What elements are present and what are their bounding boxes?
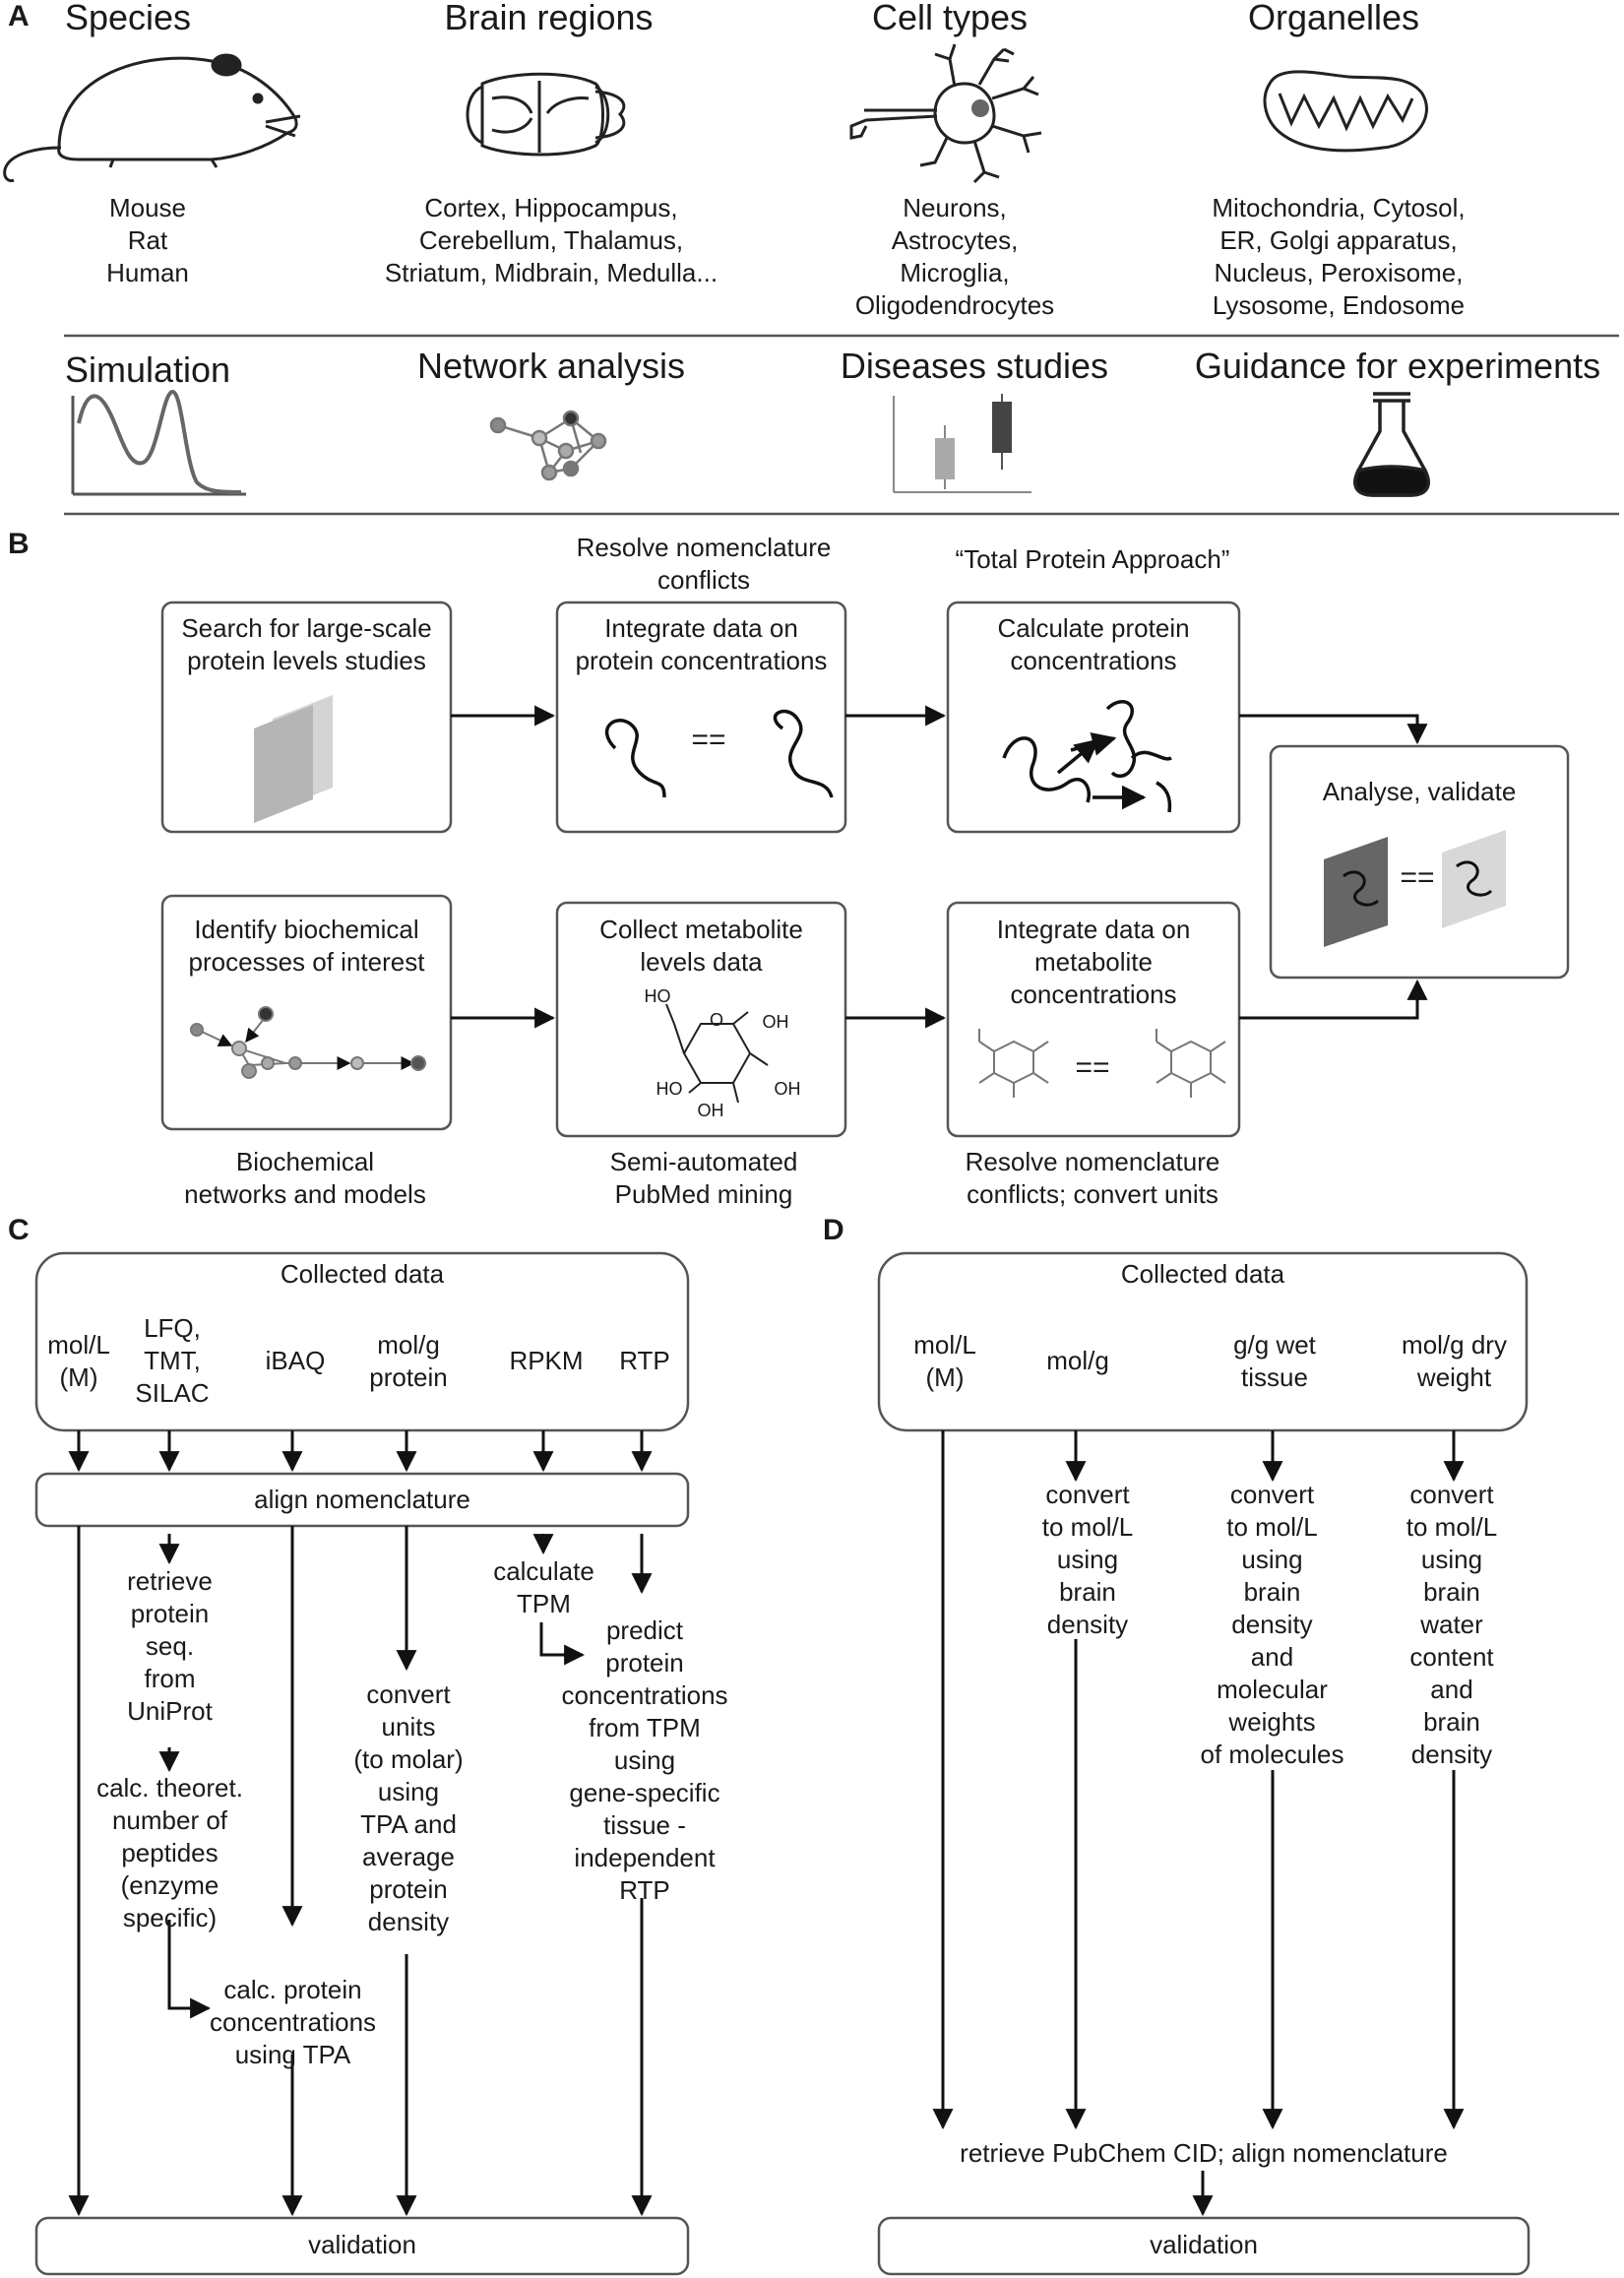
- equals-sign: ==: [1400, 861, 1435, 894]
- step-theoretical-peptides: calc. theoret. number of peptides (enzym…: [96, 1773, 243, 1932]
- protein-conversion-icon: [1002, 700, 1172, 813]
- box-search-studies: Search for large-scale protein levels st…: [181, 613, 432, 675]
- protein-squiggle-icon: [604, 709, 834, 798]
- equals-sign: ==: [691, 724, 726, 756]
- glucose-label: OH: [762, 1012, 789, 1032]
- validation-box-c: validation: [308, 2230, 416, 2259]
- glucose-label: HO: [644, 986, 671, 1006]
- simulation-plot-icon: [71, 389, 246, 496]
- equals-sign: ==: [1075, 1051, 1110, 1084]
- panel-d-collected-title: Collected data: [1120, 1259, 1285, 1289]
- box-identify-processes: Identify biochemical processes of intere…: [188, 915, 425, 977]
- column-mol-l: mol/L (M): [913, 1330, 976, 1392]
- step-predict-protein: predict protein concentrations from TPM …: [561, 1615, 728, 1905]
- panel-letter-c: C: [8, 1214, 30, 1246]
- step-convert-brain-density: convert to mol/L using brain density: [1041, 1480, 1134, 1639]
- column-ibaq: iBAQ: [265, 1346, 326, 1375]
- caption-total-protein: “Total Protein Approach”: [955, 544, 1230, 574]
- glucose-label: O: [709, 1010, 723, 1030]
- application-guidance: Guidance for experiments: [1194, 346, 1601, 386]
- application-simulation: Simulation: [64, 349, 231, 390]
- pathway-network-icon: [190, 1006, 426, 1079]
- panel-letter-b: B: [8, 528, 30, 560]
- mitochondrion-icon: [1263, 70, 1428, 153]
- caption-resolve-convert: Resolve nomenclature conflicts; convert …: [965, 1147, 1220, 1209]
- organelles-list: Mitochondria, Cytosol, ER, Golgi apparat…: [1212, 193, 1466, 320]
- column-mol-g-protein: mol/g protein: [369, 1330, 448, 1392]
- column-mol-l: mol/L (M): [47, 1330, 110, 1392]
- brain-regions-list: Cortex, Hippocampus, Cerebellum, Thalamu…: [384, 193, 718, 287]
- glucose-label: OH: [774, 1079, 801, 1099]
- application-network-analysis: Network analysis: [416, 346, 686, 386]
- step-convert-molecular-weights: convert to mol/L using brain density and…: [1200, 1480, 1344, 1769]
- box-integrate-protein: Integrate data on protein concentrations: [575, 613, 828, 675]
- species-list: Mouse Rat Human: [106, 193, 189, 287]
- glucose-label: HO: [656, 1079, 683, 1099]
- header-cell-types: Cell types: [871, 0, 1029, 37]
- header-organelles: Organelles: [1247, 0, 1420, 37]
- header-brain-regions: Brain regions: [444, 0, 654, 37]
- application-diseases-studies: Diseases studies: [840, 346, 1109, 386]
- column-rpkm: RPKM: [509, 1346, 584, 1375]
- box-integrate-metabolite: Integrate data on metabolite concentrati…: [996, 915, 1191, 1009]
- pubchem-align-step: retrieve PubChem CID; align nomenclature: [960, 2138, 1448, 2168]
- step-convert-water-content: convert to mol/L using brain water conte…: [1405, 1480, 1498, 1769]
- flask-icon: [1353, 392, 1430, 497]
- caption-pubmed-mining: Semi-automated PubMed mining: [609, 1147, 798, 1209]
- panel-d-arrows: [932, 1430, 1465, 2217]
- panel-letter-a: A: [8, 0, 30, 32]
- column-lfq-tmt-silac: LFQ, TMT, SILAC: [135, 1313, 210, 1408]
- step-convert-units: convert units (to molar) using TPA and a…: [353, 1679, 464, 1936]
- header-species: Species: [64, 0, 192, 37]
- validation-comparison-icon: [1324, 830, 1506, 947]
- caption-biochemical-networks: Biochemical networks and models: [184, 1147, 426, 1209]
- panel-c-boxes: [34, 1251, 690, 2276]
- column-wet-tissue: g/g wet tissue: [1233, 1330, 1316, 1392]
- paper-sheets-icon: [254, 695, 333, 823]
- column-dry-weight: mol/g dry weight: [1402, 1330, 1507, 1392]
- step-calculate-tpm: calculate TPM: [493, 1556, 594, 1618]
- panel-c-collected-title: Collected data: [280, 1259, 445, 1289]
- panel-c-arrows: [68, 1430, 653, 2217]
- panel-b-arrows: [451, 705, 1428, 1029]
- neuron-icon: [849, 43, 1042, 184]
- glucose-label: OH: [697, 1101, 724, 1120]
- box-analyse-validate: Analyse, validate: [1322, 777, 1517, 806]
- step-retrieve-uniprot: retrieve protein seq. from UniProt: [127, 1566, 213, 1726]
- caption-resolve-nomenclature: Resolve nomenclature conflicts: [576, 533, 832, 595]
- mouse-icon: [3, 53, 301, 183]
- box-collect-metabolite: Collect metabolite levels data: [599, 915, 803, 977]
- panel-d-boxes: [877, 1251, 1530, 2276]
- panel-letter-d: D: [823, 1214, 844, 1246]
- step-calc-protein-tpa: calc. protein concentrations using TPA: [209, 1975, 377, 2069]
- network-icon: [489, 410, 607, 481]
- boxplot-icon: [893, 394, 1031, 493]
- glucose-structure-icon: [665, 1003, 769, 1104]
- metabolite-structure-icon: [978, 1029, 1226, 1098]
- align-nomenclature-box: align nomenclature: [254, 1485, 470, 1514]
- cell-types-list: Neurons, Astrocytes, Microglia, Oligoden…: [854, 193, 1055, 320]
- box-calculate-protein: Calculate protein concentrations: [997, 613, 1190, 675]
- column-rtp: RTP: [619, 1346, 670, 1375]
- column-mol-g: mol/g: [1046, 1346, 1109, 1375]
- brain-icon: [466, 72, 626, 157]
- validation-box-d: validation: [1150, 2230, 1258, 2259]
